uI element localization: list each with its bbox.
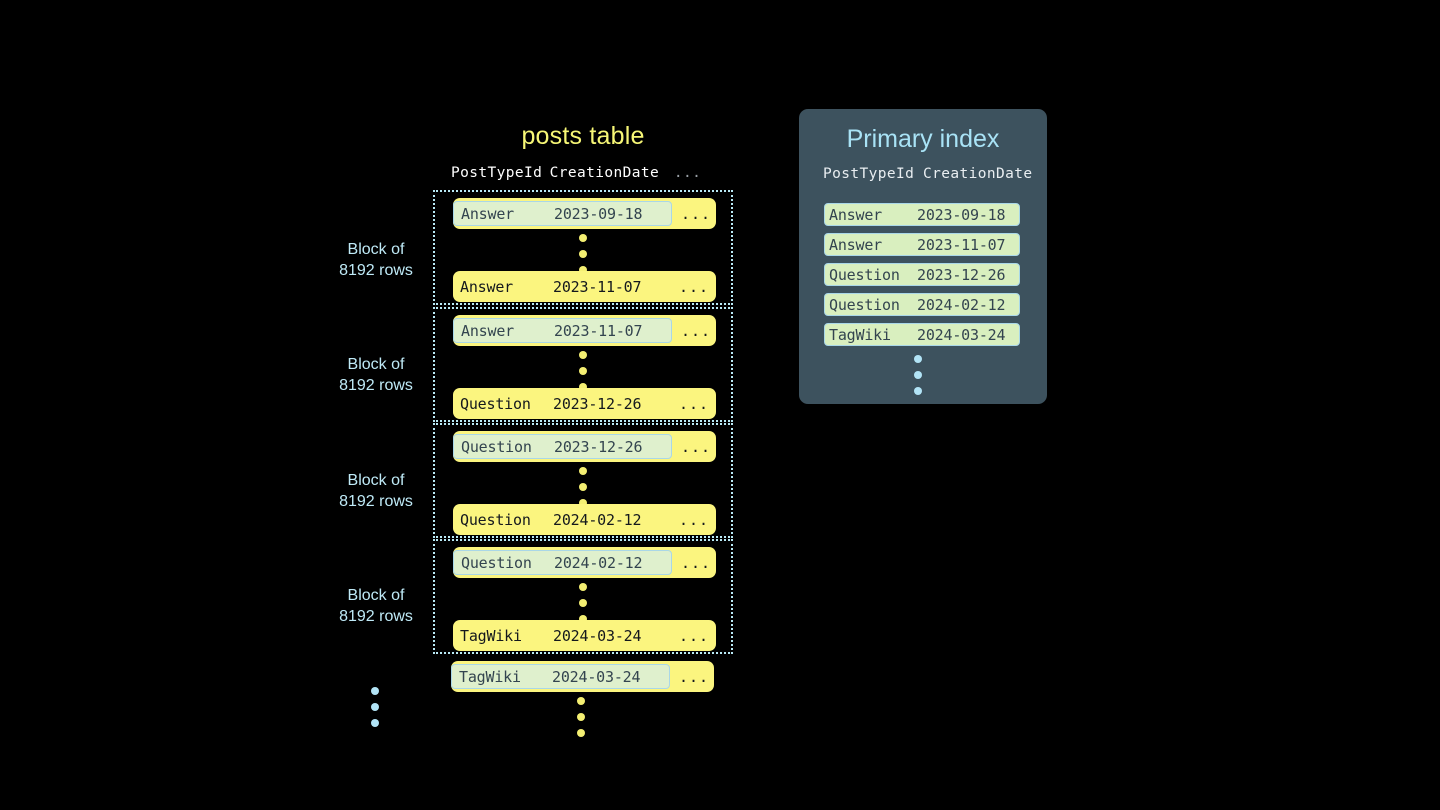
cell-creationdate: 2024-03-24: [553, 626, 642, 645]
table-row[interactable]: Answer 2023-09-18 ...: [453, 198, 716, 229]
cell-posttypeid: Question: [460, 510, 531, 529]
table-row-trailing[interactable]: TagWiki 2024-03-24 ...: [451, 661, 714, 692]
primary-index-title: Primary index: [846, 125, 1000, 153]
block-label-1-line1: Block of: [347, 241, 405, 258]
table-row[interactable]: Question 2024-02-12 ...: [453, 547, 716, 578]
index-row[interactable]: Answer 2023-11-07: [824, 233, 1020, 256]
cell-posttypeid: Answer: [829, 205, 882, 224]
cell-posttypeid: Answer: [461, 204, 514, 223]
cell-creationdate: 2023-11-07: [917, 235, 1006, 254]
table-row[interactable]: Answer 2023-11-07 ...: [453, 271, 716, 302]
cell-posttypeid: Question: [461, 553, 532, 572]
posts-table-title: posts table: [521, 122, 645, 150]
table-row[interactable]: TagWiki 2024-03-24 ...: [453, 620, 716, 651]
cell-more: ...: [679, 626, 710, 645]
table-row[interactable]: Question 2023-12-26 ...: [453, 388, 716, 419]
cell-creationdate: 2023-12-26: [554, 437, 643, 456]
row-ellipsis-dots: [579, 351, 588, 399]
block-label-2-line1: Block of: [347, 356, 405, 373]
cell-creationdate: 2024-02-12: [917, 295, 1006, 314]
cell-creationdate: 2024-03-24: [552, 667, 641, 686]
block-label-2: Block of 8192 rows: [306, 354, 446, 396]
cell-creationdate: 2024-02-12: [553, 510, 642, 529]
row-ellipsis-dots: [579, 467, 588, 515]
cell-more: ...: [679, 277, 710, 296]
cell-creationdate: 2023-11-07: [554, 321, 643, 340]
cell-more: ...: [681, 553, 712, 572]
cell-creationdate: 2024-03-24: [917, 325, 1006, 344]
cell-posttypeid: Question: [460, 394, 531, 413]
cell-more: ...: [679, 510, 710, 529]
block-label-4: Block of 8192 rows: [306, 585, 446, 627]
column-header-creationdate: CreationDate: [923, 166, 1033, 182]
blocks-continue-dots: [371, 687, 380, 735]
column-header-posttypeid: PostTypeId: [823, 166, 915, 182]
row-ellipsis-dots: [579, 234, 588, 282]
block-label-2-line2: 8192 rows: [339, 377, 413, 394]
index-row[interactable]: Question 2023-12-26: [824, 263, 1020, 286]
block-1: Answer 2023-09-18 ... Answer 2023-11-07 …: [433, 190, 733, 305]
cell-posttypeid: Answer: [461, 321, 514, 340]
table-row[interactable]: Question 2023-12-26 ...: [453, 431, 716, 462]
cell-more: ...: [679, 394, 710, 413]
block-4: Question 2024-02-12 ... TagWiki 2024-03-…: [433, 539, 733, 654]
cell-creationdate: 2024-02-12: [554, 553, 643, 572]
index-row[interactable]: Answer 2023-09-18: [824, 203, 1020, 226]
cell-creationdate: 2023-12-26: [917, 265, 1006, 284]
posts-table-column-headers: PostTypeId CreationDate ...: [433, 165, 733, 181]
cell-posttypeid: Question: [461, 437, 532, 456]
cell-posttypeid: Question: [829, 295, 900, 314]
cell-creationdate: 2023-12-26: [553, 394, 642, 413]
block-label-3: Block of 8192 rows: [306, 470, 446, 512]
cell-posttypeid: TagWiki: [459, 667, 521, 686]
cell-creationdate: 2023-09-18: [917, 205, 1006, 224]
block-label-1: Block of 8192 rows: [306, 239, 446, 281]
cell-more: ...: [681, 321, 712, 340]
table-row[interactable]: Answer 2023-11-07 ...: [453, 315, 716, 346]
table-row[interactable]: Question 2024-02-12 ...: [453, 504, 716, 535]
cell-creationdate: 2023-09-18: [554, 204, 643, 223]
cell-more: ...: [681, 437, 712, 456]
index-row[interactable]: Question 2024-02-12: [824, 293, 1020, 316]
block-label-3-line2: 8192 rows: [339, 493, 413, 510]
cell-posttypeid: Answer: [829, 235, 882, 254]
posts-table-continues-dots: [577, 697, 586, 745]
cell-more: ...: [679, 667, 710, 686]
block-label-3-line1: Block of: [347, 472, 405, 489]
column-header-posttypeid: PostTypeId: [451, 165, 543, 181]
index-row[interactable]: TagWiki 2024-03-24: [824, 323, 1020, 346]
primary-index-column-headers: PostTypeId CreationDate: [799, 166, 1047, 182]
block-label-4-line1: Block of: [347, 587, 405, 604]
cell-more: ...: [681, 204, 712, 223]
cell-posttypeid: TagWiki: [829, 325, 891, 344]
cell-posttypeid: Answer: [460, 277, 513, 296]
block-3: Question 2023-12-26 ... Question 2024-02…: [433, 423, 733, 538]
block-label-1-line2: 8192 rows: [339, 262, 413, 279]
primary-index-panel: Primary index PostTypeId CreationDate An…: [799, 109, 1047, 404]
column-header-more: ...: [673, 165, 702, 181]
index-continues-dots: [914, 355, 923, 403]
block-2: Answer 2023-11-07 ... Question 2023-12-2…: [433, 307, 733, 422]
cell-posttypeid: Question: [829, 265, 900, 284]
column-header-creationdate: CreationDate: [549, 165, 660, 181]
row-ellipsis-dots: [579, 583, 588, 631]
cell-creationdate: 2023-11-07: [553, 277, 642, 296]
block-label-4-line2: 8192 rows: [339, 608, 413, 625]
cell-posttypeid: TagWiki: [460, 626, 522, 645]
